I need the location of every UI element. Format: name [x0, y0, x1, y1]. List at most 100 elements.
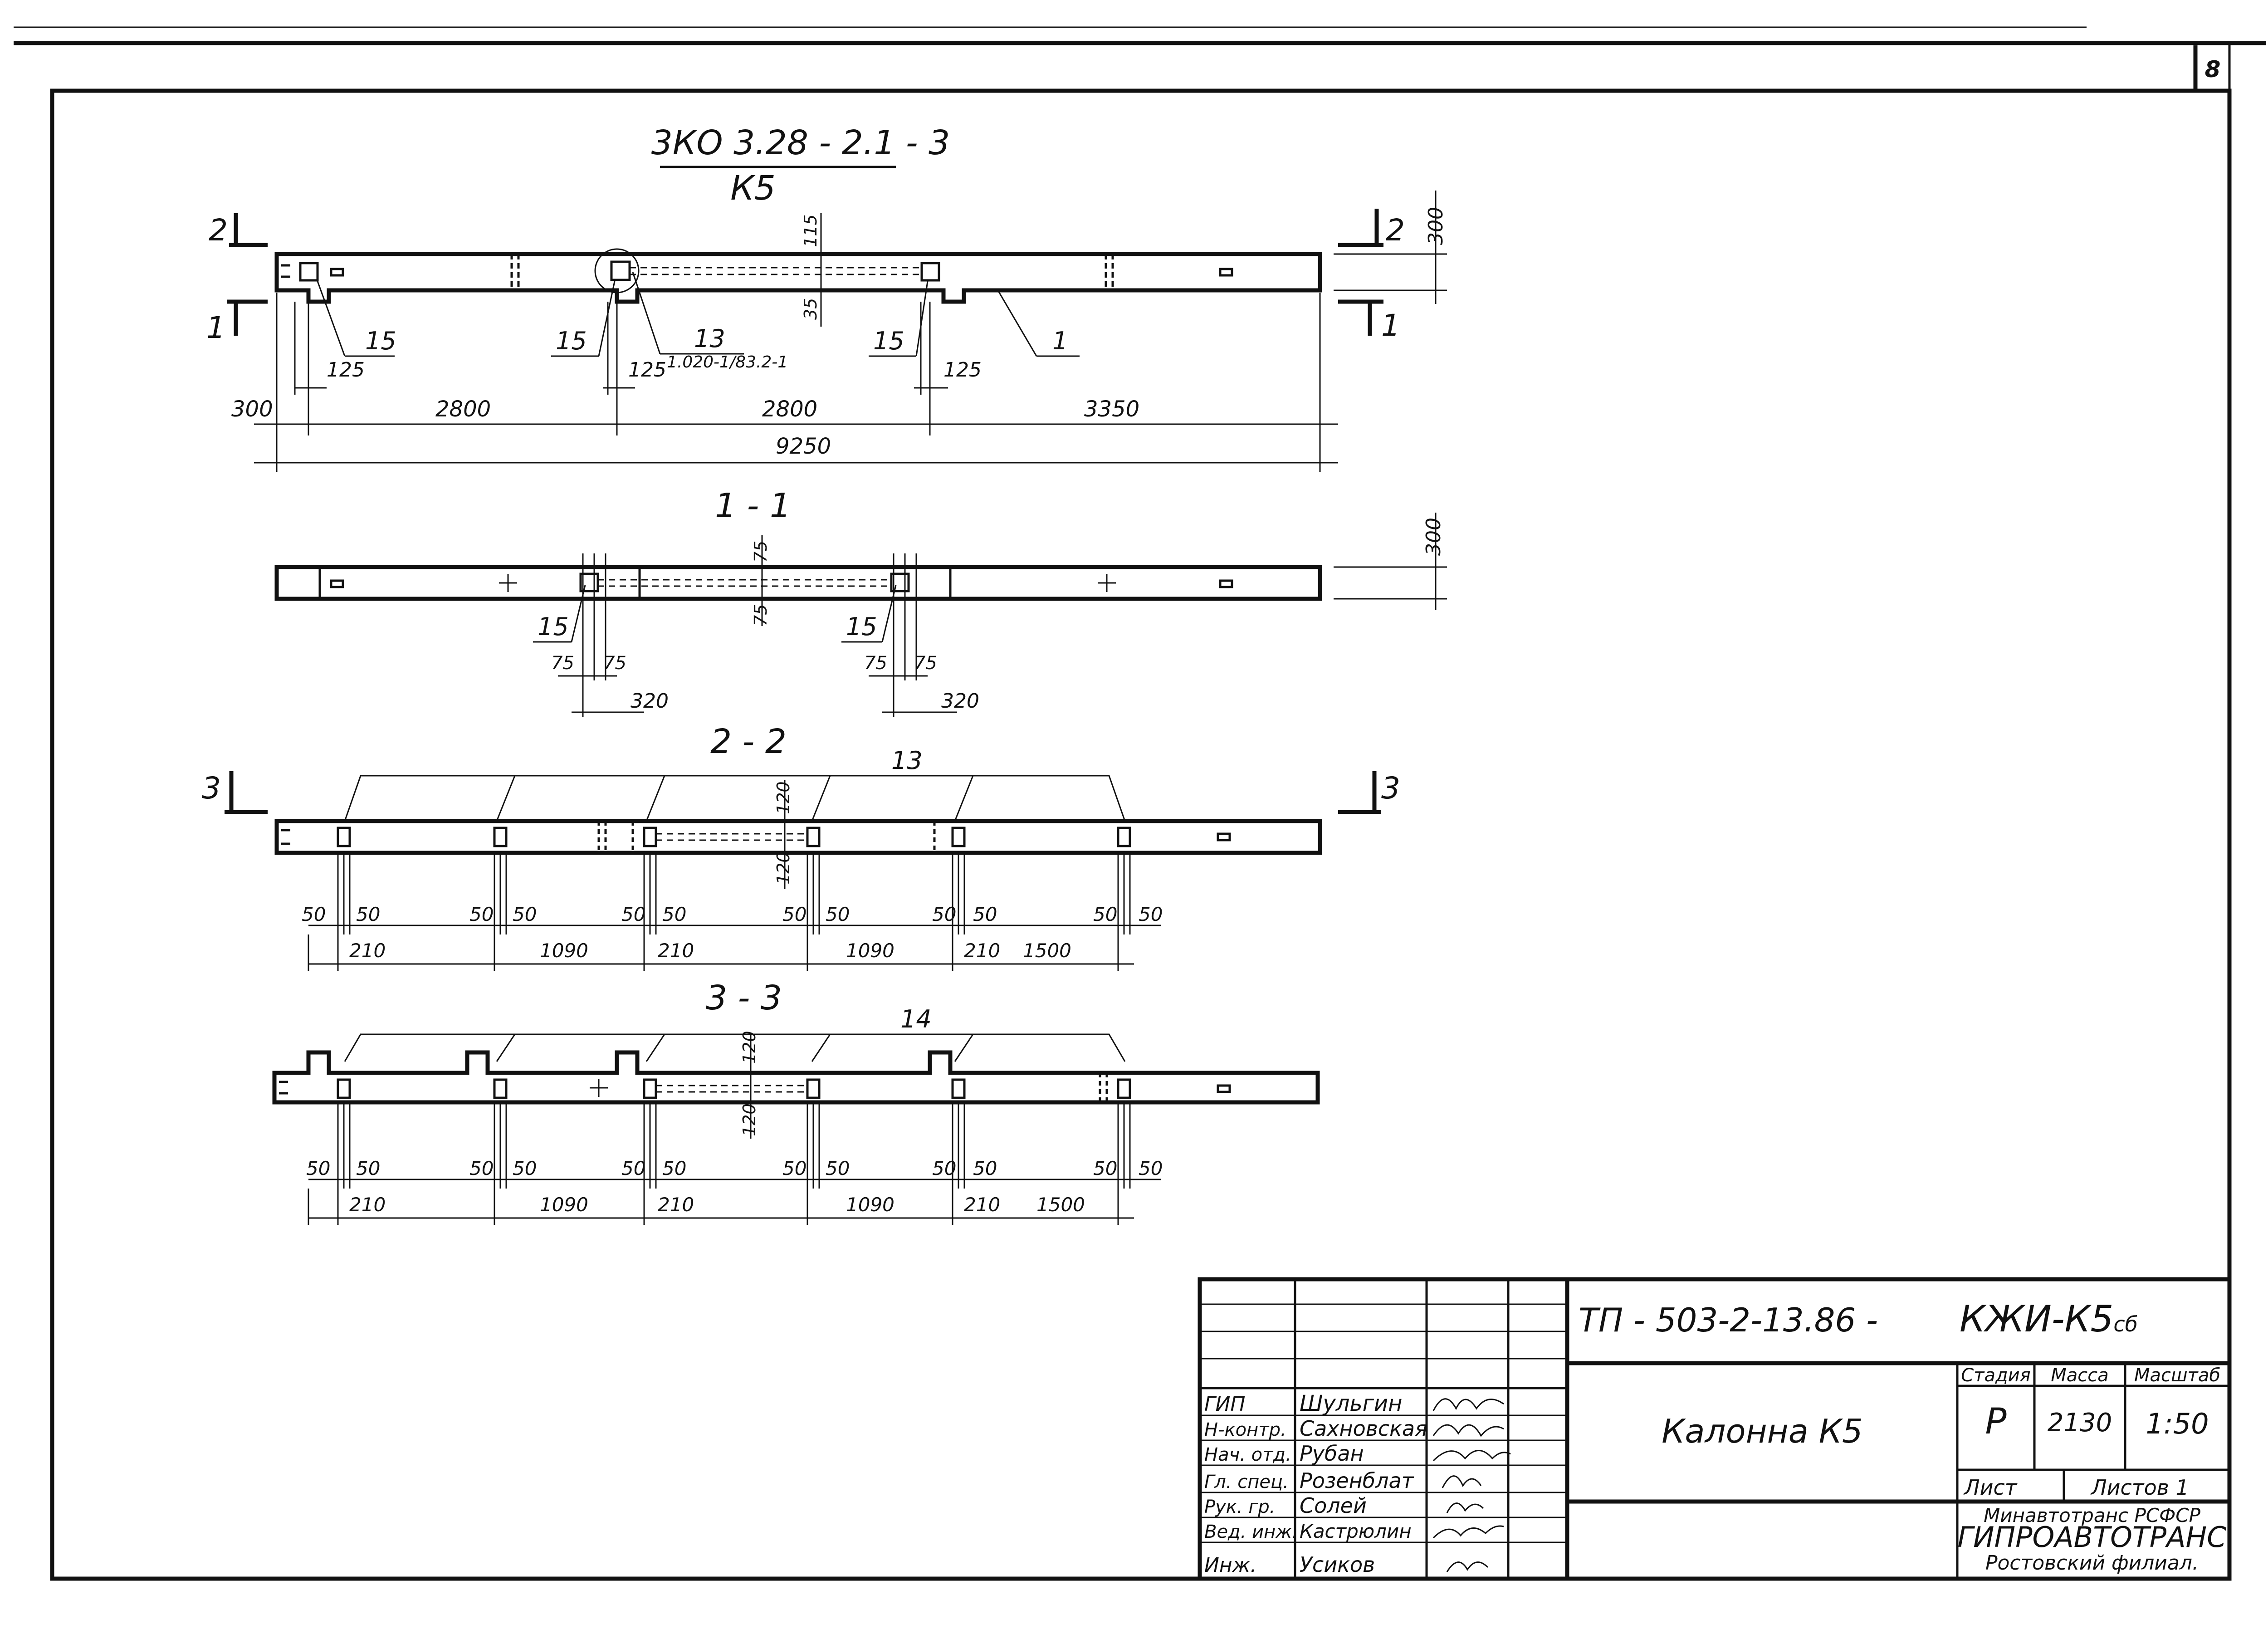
s33-dim-210-1: 210: [349, 1194, 386, 1216]
dim-2800-a: 2800: [435, 396, 491, 422]
item-name: Калонна К5: [1662, 1412, 1862, 1450]
s22-dims-b: 210 1090 210 1090 210 1500: [308, 939, 1134, 965]
dim-3350: 3350: [1084, 396, 1139, 422]
s33-dim-50-1: 50: [306, 1157, 330, 1179]
staff-name: Сахновская: [1300, 1416, 1427, 1441]
title-block: ТП - 503-2-13.86 - КЖИ-К5сб Калонна К5 С…: [1198, 1277, 2232, 1581]
callout-15-b: 15: [556, 327, 587, 355]
dim-125-c: 125: [943, 358, 982, 382]
dim-300: 300: [231, 396, 273, 422]
staff-role: Вед. инж.: [1204, 1521, 1298, 1542]
org-line-2: ГИПРОАВТОТРАНС: [1958, 1521, 2227, 1554]
s33-dim-50-2: 50: [356, 1157, 380, 1179]
s33-dim-50-12: 50: [1139, 1157, 1163, 1179]
s22-dim-210-1: 210: [349, 939, 386, 962]
s33-dims-b: 210 1090 210 1090 210 1500: [308, 1194, 1134, 1219]
s11-callout-15-b: 15: [846, 612, 877, 641]
staff-role: Нач. отд.: [1204, 1444, 1291, 1465]
s22-dim-50-12: 50: [1139, 903, 1163, 925]
staff-name: Розенблат: [1300, 1468, 1414, 1493]
signatures: [1432, 1398, 1511, 1572]
staff-name: Шульгин: [1300, 1391, 1403, 1416]
s22-dim-50-6: 50: [662, 903, 686, 925]
elevation-view: 3КО 3.28 - 2.1 - 3 К5 2 1 2 1 300: [206, 123, 1447, 472]
sheets-label: Листов 1: [2090, 1475, 2189, 1500]
s22-ext-lines: [308, 853, 1131, 971]
dim-2800-b: 2800: [762, 396, 817, 422]
section-mark-2-left: 2: [209, 213, 228, 248]
s11-dim-75-d: 75: [914, 653, 937, 674]
header-mass: Масса: [2051, 1365, 2109, 1386]
section-1-1-title: 1 - 1: [715, 486, 791, 525]
s33-dim-50-8: 50: [826, 1157, 850, 1179]
s22-dim-1090-2: 1090: [846, 939, 894, 962]
staff-name: Усиков: [1300, 1552, 1375, 1577]
section-3-3: 3 - 3 14 120 120 50 50 50 50 50 5: [272, 978, 1320, 1225]
s33-dim-50-10: 50: [973, 1157, 997, 1179]
s33-ext-lines: [308, 1102, 1131, 1225]
s22-dim-210-3: 210: [964, 939, 1000, 962]
staff-role: Инж.: [1204, 1554, 1256, 1577]
s22-dim-1500: 1500: [1023, 939, 1071, 962]
dim-125-b: 125: [628, 358, 666, 382]
s22-dim-50-2: 50: [356, 903, 380, 925]
s22-dim-50-3: 50: [469, 903, 494, 925]
staff-role: Гл. спец.: [1204, 1472, 1289, 1492]
s11-dim-75-a: 75: [551, 653, 574, 674]
s22-dim-50-7: 50: [782, 903, 807, 925]
mass-value: 2130: [2048, 1408, 2112, 1438]
callout-13-ref: 1.020-1/83.2-1: [667, 353, 788, 372]
dim-115: 115: [801, 214, 821, 247]
dim-125-a: 125: [327, 358, 365, 382]
s22-dim-50-10: 50: [973, 903, 997, 925]
s33-dim-50-7: 50: [782, 1157, 807, 1179]
section-1-1: 1 - 1 300 75 75 75 75 320 15 75: [274, 486, 1447, 717]
s22-mark-3-left: 3: [202, 771, 221, 806]
section-2-2: 2 - 2 13 3 3 120 120 50 50: [202, 722, 1400, 971]
s11-dim-75-top: 75: [751, 541, 771, 563]
section-mark-1-left: 1: [206, 310, 225, 345]
s33-dim-120-bot: 120: [739, 1103, 759, 1136]
s22-callout-13: 13: [891, 746, 923, 775]
column-mark-sub: К5: [730, 169, 776, 208]
s11-dim-75-c: 75: [864, 653, 887, 674]
staff-role: Рук. гр.: [1204, 1497, 1276, 1517]
scale-value: 1:50: [2146, 1407, 2209, 1440]
s11-dim-75-b: 75: [603, 653, 626, 674]
s22-dim-50-4: 50: [513, 903, 537, 925]
staff-role: Н-контр.: [1204, 1419, 1286, 1440]
s33-dim-50-5: 50: [621, 1157, 645, 1179]
s11-dim-300: 300: [1422, 518, 1445, 556]
stage-value: Р: [1985, 1401, 2006, 1442]
staff-name: Солей: [1300, 1493, 1367, 1518]
s33-dim-50-11: 50: [1093, 1157, 1117, 1179]
s11-dim-75-bot: 75: [751, 604, 771, 626]
doc-mark: КЖИ-К5сб: [1960, 1298, 2138, 1340]
staff-name: Рубан: [1300, 1441, 1364, 1466]
org-line-1: Минавтотранс РСФСР: [1984, 1504, 2201, 1526]
s22-dim-120-top: 120: [773, 781, 793, 814]
page-number: 8: [2205, 56, 2221, 83]
s33-dim-210-3: 210: [964, 1194, 1000, 1216]
s22-dim-50-5: 50: [621, 903, 645, 925]
section-mark-2-right: 2: [1386, 213, 1405, 248]
section-2-2-title: 2 - 2: [710, 722, 787, 761]
s11-dim-320-a: 320: [631, 690, 669, 713]
s11-dim-320-b: 320: [941, 690, 979, 713]
s33-dim-50-6: 50: [662, 1157, 686, 1179]
callout-15-a: 15: [365, 327, 396, 355]
s33-dim-1090-1: 1090: [540, 1194, 588, 1216]
callout-13: 13: [694, 324, 725, 353]
dim-height-300: 300: [1424, 207, 1447, 245]
section-mark-1-right: 1: [1381, 308, 1400, 343]
s22-dim-1090-1: 1090: [540, 939, 588, 962]
s33-dim-1500: 1500: [1036, 1194, 1085, 1216]
doc-code: ТП - 503-2-13.86 -: [1579, 1301, 1878, 1339]
callout-1: 1: [1052, 327, 1068, 355]
staff-role: ГИП: [1204, 1393, 1246, 1416]
s22-dim-50-11: 50: [1093, 903, 1117, 925]
header-scale: Масштаб: [2134, 1365, 2220, 1386]
org-line-3: Ростовский филиал.: [1985, 1551, 2199, 1575]
s11-callout-15-a: 15: [538, 612, 569, 641]
